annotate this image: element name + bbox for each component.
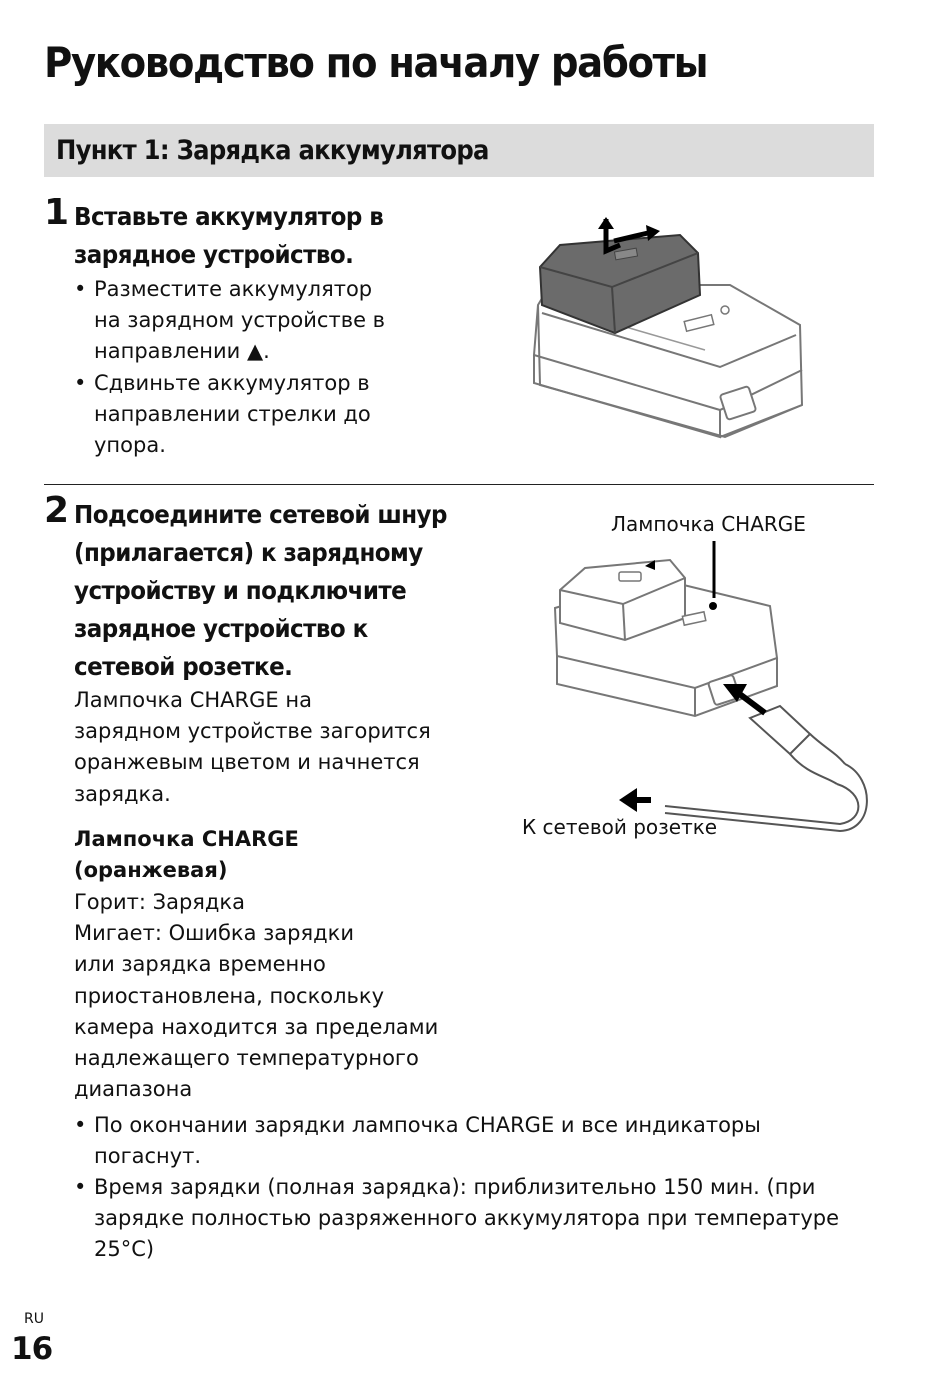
step-1-number: 1 [44, 192, 69, 233]
charge-lamp-title: Лампочка CHARGE (оранжевая) [74, 824, 299, 886]
language-code: RU [24, 1311, 44, 1327]
paragraph-line: зарядка. [74, 781, 171, 806]
section-header: Пункт 1: Зарядка аккумулятора [44, 124, 874, 177]
step-2-heading-line: Подсоедините сетевой шнур [74, 500, 447, 529]
step-2-heading-line: сетевой розетке. [74, 652, 293, 681]
bullet-line: Сдвиньте аккумулятор в [94, 371, 370, 395]
bullet-dot: • [74, 371, 87, 395]
bullet-line: По окончании зарядки лампочка CHARGE и в… [94, 1113, 761, 1137]
lamp-desc-line: надлежащего температурного [74, 1046, 419, 1071]
bullet-line: направлении ▲. [94, 339, 270, 364]
charge-lamp-label: Лампочка CHARGE [611, 512, 806, 536]
bullet-line: на зарядном устройстве в [94, 308, 386, 333]
bullet-line: Разместите аккумулятор [94, 277, 373, 301]
paragraph-line: Лампочка CHARGE на [74, 688, 312, 712]
charger-cord-illustration [553, 541, 868, 833]
lamp-desc-line: Горит: Зарядка [74, 890, 245, 914]
step-2-heading-line: (прилагается) к зарядному [74, 538, 423, 567]
charge-lamp-description: Горит: Зарядка Мигает: Ошибка зарядки ил… [74, 887, 438, 1105]
lamp-desc-line: приостановлена, поскольку [74, 983, 385, 1008]
bullet-line: погаснут. [94, 1144, 202, 1169]
step-2-heading-line: устройству и подключите [74, 576, 407, 605]
bullet-line: упора. [94, 433, 166, 458]
charger-battery-illustration [532, 217, 804, 439]
section-title: Пункт 1: Зарядка аккумулятора [56, 135, 489, 166]
lamp-title-line: (оранжевая) [74, 858, 228, 883]
bullet-line: Время зарядки (полная зарядка): приблизи… [94, 1175, 816, 1199]
to-outlet-label: К сетевой розетке [522, 815, 718, 839]
lamp-title-line: Лампочка CHARGE [74, 827, 299, 851]
bullet-dot: • [74, 1175, 87, 1199]
step-1-heading: Вставьте аккумулятор в зарядное устройст… [74, 198, 384, 274]
step-divider [44, 484, 874, 485]
step-2-paragraph: Лампочка CHARGE на зарядном устройстве з… [74, 685, 431, 810]
bullet-dot: • [74, 1113, 87, 1137]
paragraph-line: зарядном устройстве загорится [74, 719, 431, 744]
step-2-number: 2 [44, 490, 69, 531]
bullet-line: зарядке полностью разряженного аккумулят… [94, 1206, 839, 1231]
bullet-line: 25°C) [94, 1237, 155, 1262]
page-title: Руководство по началу работы [44, 38, 709, 87]
lamp-desc-line: или зарядка временно [74, 952, 326, 977]
step-1-heading-line: зарядное устройство. [74, 240, 354, 269]
page-number: 16 [11, 1331, 53, 1367]
lamp-desc-line: камера находится за пределами [74, 1014, 439, 1039]
step-2-heading: Подсоедините сетевой шнур (прилагается) … [74, 496, 447, 686]
step-1-heading-line: Вставьте аккумулятор в [74, 202, 384, 231]
paragraph-line: оранжевым цветом и начнется [74, 750, 420, 775]
lamp-desc-line: диапазона [74, 1077, 193, 1102]
bullet-dot: • [74, 277, 87, 301]
lamp-desc-line: Мигает: Ошибка зарядки [74, 921, 354, 946]
step-2-heading-line: зарядное устройство к [74, 614, 368, 643]
bullet-line: направлении стрелки до [94, 402, 371, 427]
